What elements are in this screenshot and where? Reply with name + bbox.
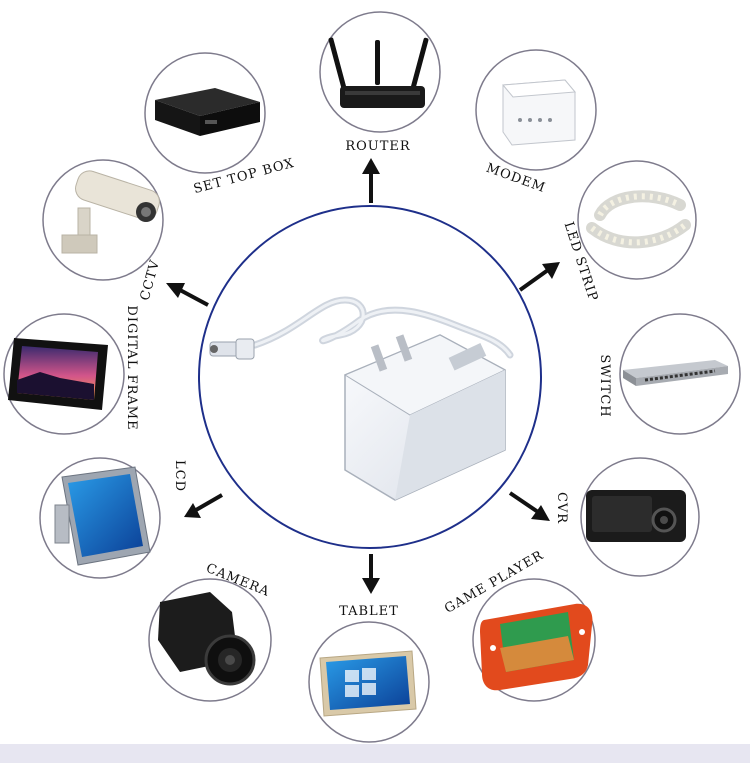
- cvr-icon: [586, 490, 686, 542]
- cvr-node: CVR: [554, 457, 700, 577]
- bottom-band: [0, 744, 750, 763]
- digital-frame-icon: [8, 338, 108, 410]
- arrow-lcd: [184, 493, 223, 518]
- set-top-box-node: SET TOP BOX: [144, 52, 296, 197]
- cctv-icon: [61, 170, 160, 254]
- digital-frame-node: DIGITAL FRAME: [3, 305, 139, 435]
- switch-icon: [623, 360, 728, 386]
- router-icon: [328, 37, 429, 108]
- arrow-cvr: [508, 491, 550, 521]
- set-top-box-icon: [155, 88, 260, 136]
- cvr-label: CVR: [554, 492, 569, 524]
- tablet-icon: [319, 650, 417, 717]
- camera-icon: [158, 592, 256, 686]
- switch-label: SWITCH: [597, 354, 612, 417]
- router-node: ROUTER: [319, 11, 441, 154]
- arrow-tablet: [362, 554, 380, 594]
- camera-node: CAMERA: [148, 561, 272, 702]
- modem-node: MODEM: [475, 49, 597, 196]
- modem-icon: [501, 79, 577, 146]
- router-label: ROUTER: [345, 139, 411, 154]
- arrow-cctv: [166, 283, 209, 307]
- led-strip-ring: [577, 160, 697, 280]
- arrow-router: [362, 158, 380, 203]
- tablet-node: TABLET: [308, 604, 430, 743]
- switch-node: SWITCH: [597, 313, 741, 435]
- game-player-node: GAME PLAYER: [442, 548, 596, 702]
- lcd-label: LCD: [172, 460, 187, 492]
- led-strip-node: LED STRIP: [561, 160, 697, 304]
- adapter-icon: [209, 296, 514, 501]
- arrow-led-strip: [518, 262, 560, 292]
- cctv-node: CCTV: [42, 159, 164, 302]
- led-strip-icon: [586, 190, 691, 249]
- digital-frame-label: DIGITAL FRAME: [124, 305, 139, 430]
- lcd-node: LCD: [39, 457, 187, 579]
- lcd-icon: [54, 466, 151, 566]
- arrows: [166, 158, 560, 594]
- center-adapter: [198, 205, 542, 549]
- tablet-label: TABLET: [339, 604, 399, 619]
- game-player-icon: [480, 603, 593, 691]
